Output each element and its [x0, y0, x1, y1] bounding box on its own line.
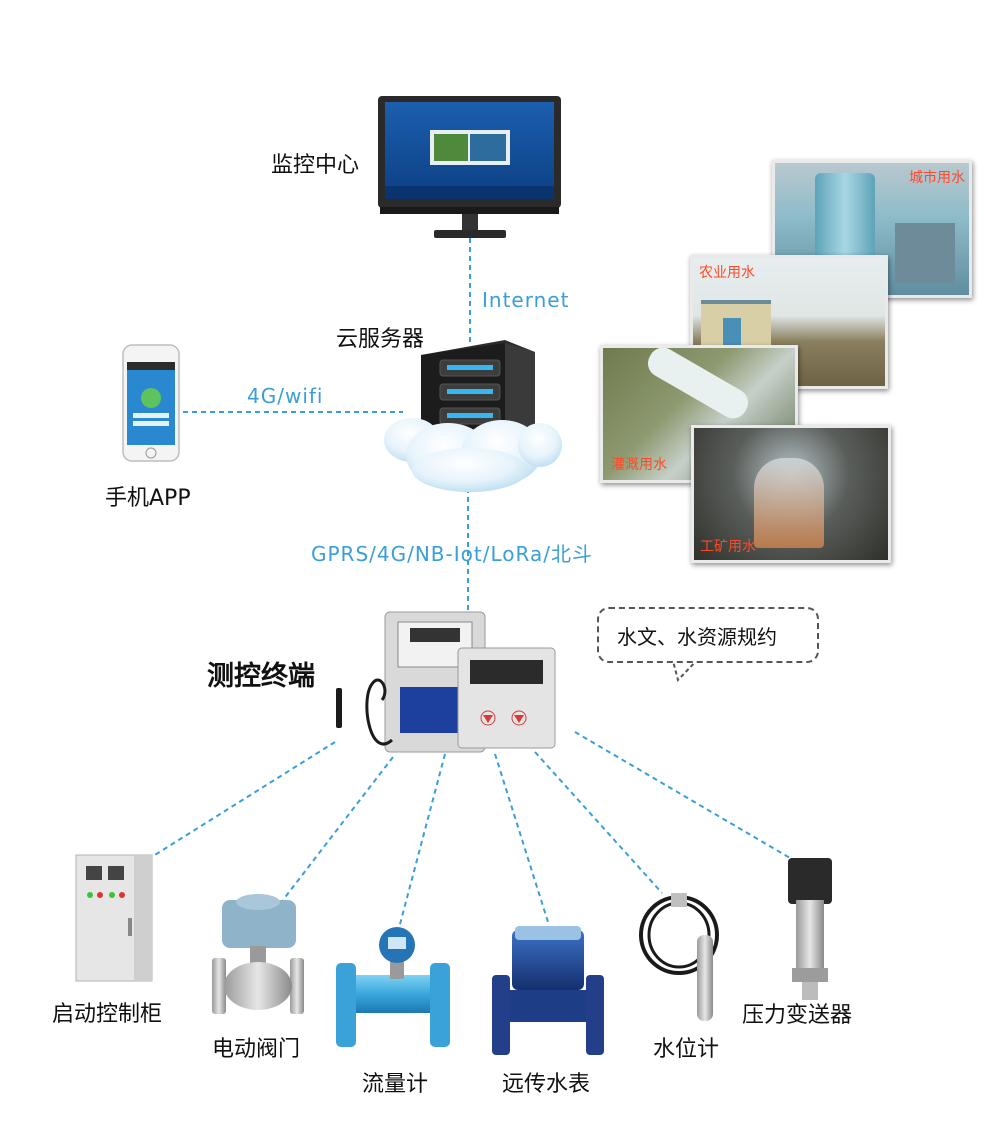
label-control-cabinet: 启动控制柜: [52, 1002, 163, 1027]
line-terminal-pressure: [574, 731, 791, 859]
terminal-icon: [336, 611, 556, 753]
label-electric-valve: 电动阀门: [212, 1037, 301, 1062]
caption-city: 城市用水: [909, 170, 965, 186]
link-4g-wifi: 4G/wifi: [247, 384, 324, 408]
label-cloud-server: 云服务器: [336, 327, 425, 352]
label-pressure-transmitter: 压力变送器: [742, 1003, 853, 1028]
control-cabinet-icon: [75, 854, 153, 982]
line-terminal-flowmeter: [398, 753, 446, 929]
electric-valve-icon: [212, 894, 304, 1014]
label-terminal: 测控终端: [207, 661, 315, 692]
label-flowmeter: 流量计: [362, 1072, 429, 1097]
link-gprs: GPRS/4G/NB-Iot/LoRa/北斗: [311, 542, 593, 566]
label-level-gauge: 水位计: [653, 1037, 720, 1062]
label-phone-app: 手机APP: [105, 486, 191, 511]
label-water-meter: 远传水表: [502, 1072, 591, 1097]
line-terminal-cabinet: [149, 741, 336, 859]
cloud-server-icon: [384, 340, 562, 492]
pressure-transmitter-icon: [788, 858, 832, 1000]
line-terminal-levelgauge: [534, 751, 663, 894]
monitor-icon: [378, 96, 561, 238]
flowmeter-icon: [336, 927, 450, 1047]
phone-icon: [122, 344, 180, 462]
caption-agri: 农业用水: [699, 265, 755, 281]
label-monitor-center: 监控中心: [271, 153, 360, 178]
caption-irrigation: 灌溉用水: [611, 457, 667, 473]
caption-mining: 工矿用水: [700, 539, 756, 555]
line-terminal-watermeter: [494, 753, 549, 923]
protocol-bubble: 水文、水资源规约: [597, 607, 819, 663]
photo-mining-water: 工矿用水: [691, 425, 891, 563]
water-meter-icon: [492, 926, 604, 1055]
level-gauge-icon: [639, 893, 719, 1021]
link-internet: Internet: [482, 288, 570, 312]
line-terminal-valve: [282, 756, 394, 901]
connection-lines: [149, 238, 791, 929]
protocol-text: 水文、水资源规约: [617, 625, 777, 649]
